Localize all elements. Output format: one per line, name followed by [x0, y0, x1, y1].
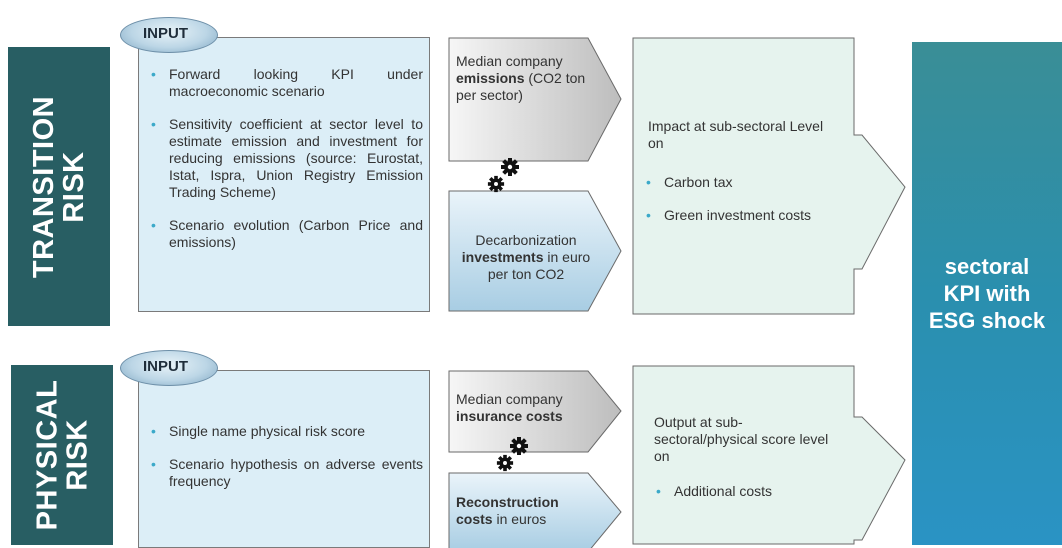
physical-impact-arrow: Output at sub-sectoral/physical score le… [632, 365, 908, 545]
transition-impact-arrow: Impact at sub-sectoral Level on •Carbon … [632, 37, 908, 315]
kpi-line: sectoral [944, 254, 1030, 279]
chevron-bold: emissions [456, 70, 525, 86]
kpi-line: KPI with [943, 281, 1031, 306]
list-item: •Green investment costs [646, 207, 812, 223]
chevron-pre: Decarbonization [475, 232, 577, 248]
physical-input-pill: INPUT [120, 350, 218, 386]
chevron-post: in euro per ton CO2 [487, 249, 591, 282]
gear-icon [487, 158, 519, 193]
physical-label-line1: PHYSICAL [31, 379, 64, 531]
physical-insurance-chevron: Median company insurance costs [448, 370, 623, 453]
transition-input-list: •Forward looking KPI under macroeconomic… [143, 66, 423, 267]
chevron-bold: investments [461, 249, 544, 265]
transition-label-line1: TRANSITION [28, 95, 60, 278]
impact-text: Green investment costs [664, 207, 812, 223]
impact-text: Carbon tax [664, 174, 733, 190]
chevron-post: in euros [492, 511, 547, 527]
list-item: •Carbon tax [646, 174, 733, 190]
physical-input-box: •Single name physical risk score •Scenar… [138, 370, 430, 548]
impact-intro: Impact at sub-sectoral Level on [648, 118, 824, 151]
physical-risk-label: PHYSICAL RISK [11, 365, 113, 545]
kpi-line: ESG shock [928, 308, 1046, 333]
physical-reconstruction-chevron: Reconstruction costs in euros [448, 472, 623, 548]
sectoral-kpi-box: sectoral KPI with ESG shock [912, 42, 1062, 545]
input-text: Sensitivity coefficient at sector level … [169, 116, 423, 200]
input-text: Scenario evolution (Carbon Price and emi… [169, 217, 423, 250]
transition-label-line2: RISK [58, 150, 90, 223]
chevron-text: Reconstruction costs in euros [456, 494, 596, 528]
chevron-bold: insurance costs [456, 408, 563, 424]
chevron-pre: Median company [456, 53, 563, 69]
transition-impact-list: •Carbon tax •Green investment costs [640, 174, 850, 240]
list-item: •Sensitivity coefficient at sector level… [151, 116, 423, 200]
input-title: INPUT [143, 25, 188, 42]
impact-intro: Output at sub-sectoral/physical score le… [654, 414, 829, 464]
physical-label-line2: RISK [61, 419, 94, 491]
transition-investments-chevron: Decarbonization investments in euro per … [448, 190, 623, 312]
transition-input-pill: INPUT [120, 17, 218, 53]
input-text: Single name physical risk score [169, 423, 366, 439]
transition-risk-label: TRANSITION RISK [8, 47, 110, 326]
input-title: INPUT [143, 358, 188, 375]
chevron-bold: Reconstruction costs [456, 494, 559, 527]
chevron-pre: Median company [456, 391, 563, 407]
list-item: •Additional costs [656, 483, 773, 499]
chevron-post: (CO2 ton per sector) [456, 70, 586, 103]
kpi-label: sectoral KPI with ESG shock [922, 253, 1052, 334]
input-text: Forward looking KPI under macroeconomic … [169, 66, 423, 99]
gear-icon [496, 437, 528, 472]
list-item: •Scenario evolution (Carbon Price and em… [151, 217, 423, 250]
list-item: •Single name physical risk score [151, 423, 366, 439]
chevron-text: Median company emissions (CO2 ton per se… [456, 53, 598, 104]
input-text: Scenario hypothesis on adverse events fr… [169, 456, 423, 489]
chevron-text: Decarbonization investments in euro per … [456, 232, 596, 283]
list-item: •Forward looking KPI under macroeconomic… [151, 66, 423, 99]
physical-input-list: •Single name physical risk score •Scenar… [143, 423, 423, 506]
transition-input-box: •Forward looking KPI under macroeconomic… [138, 37, 430, 312]
physical-impact-list: •Additional costs [650, 483, 850, 516]
list-item: •Scenario hypothesis on adverse events f… [151, 456, 423, 489]
impact-text: Additional costs [674, 483, 773, 499]
chevron-text: Median company insurance costs [456, 391, 601, 425]
transition-emissions-chevron: Median company emissions (CO2 ton per se… [448, 37, 623, 162]
